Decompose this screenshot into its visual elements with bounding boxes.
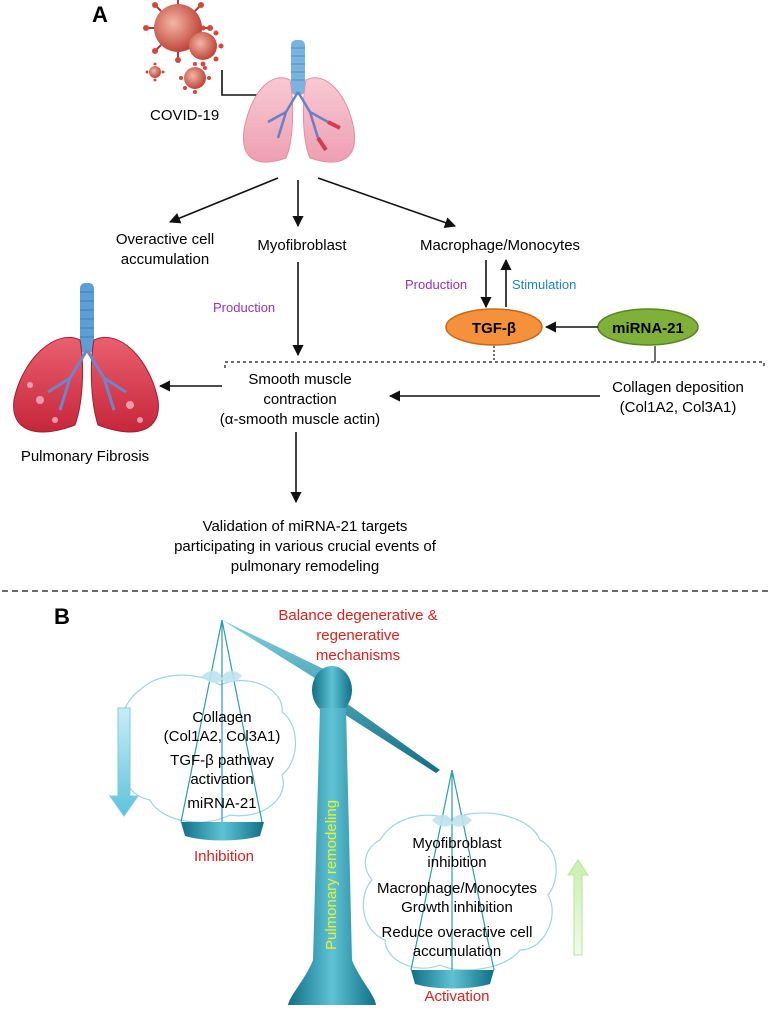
right-pan-base <box>411 970 494 989</box>
right-pan-ornament <box>432 814 472 827</box>
arrow-to-overactive <box>168 177 279 224</box>
myofibroblast-label: Myofibroblast <box>257 237 347 254</box>
collagen-line1: Collagen deposition <box>612 379 744 396</box>
macrophage-label: Macrophage/Monocytes <box>420 237 580 254</box>
mirna-21-label: miRNA-21 <box>612 320 684 337</box>
healthy-lung-icon <box>242 40 356 163</box>
activation-label: Activation <box>424 988 489 1005</box>
smooth-line2: contraction <box>263 391 336 408</box>
collagen-line2: (Col1A2, Col3A1) <box>620 399 737 416</box>
balance-pillar <box>288 708 376 1005</box>
right-pan-line6: accumulation <box>413 943 501 960</box>
smooth-line3: (α-smooth muscle actin) <box>220 411 380 428</box>
arrow-to-macrophage <box>317 177 457 228</box>
panel-b-label: B <box>54 604 70 629</box>
validation-line1: Validation of miRNA-21 targets <box>203 518 408 535</box>
dashed-bracket <box>224 361 765 368</box>
stimulation-label: Stimulation <box>512 277 576 292</box>
covid-label: COVID-19 <box>150 107 219 124</box>
left-pan-line5: miRNA-21 <box>187 795 256 812</box>
left-pan-base <box>181 822 264 841</box>
virus-icon <box>143 0 224 94</box>
right-pan-line5: Reduce overactive cell <box>382 924 533 941</box>
right-pan-strings <box>410 769 495 971</box>
overactive-line1: Overactive cell <box>116 231 214 248</box>
pillar-label: Pulmonary remodeling <box>323 800 340 950</box>
left-pan-line1: Collagen <box>192 709 251 726</box>
balance-pivot <box>312 666 352 714</box>
balance-line2: regenerative <box>316 627 399 644</box>
validation-line3: pulmonary remodeling <box>231 558 379 575</box>
left-pan-line4: activation <box>190 771 253 788</box>
inhibition-label: Inhibition <box>194 848 254 865</box>
panel-a-label: A <box>92 2 108 27</box>
tgf-beta-label: TGF-β <box>472 320 516 337</box>
right-pan-cloud <box>362 812 557 971</box>
fibrotic-lung-icon <box>13 283 159 433</box>
overactive-line2: accumulation <box>121 251 209 268</box>
pulmonary-fibrosis-label: Pulmonary Fibrosis <box>21 448 149 465</box>
left-pan-line3: TGF-β pathway <box>170 752 274 769</box>
increase-arrow-icon <box>567 859 589 956</box>
right-pan-line2: inhibition <box>427 854 486 871</box>
left-pan-ornament <box>202 670 242 683</box>
balance-line3: mechanisms <box>316 647 400 664</box>
balance-line1: Balance degenerative & <box>278 607 437 624</box>
left-pan-line2: (Col1A2, Col3A1) <box>164 728 281 745</box>
smooth-line1: Smooth muscle <box>248 371 351 388</box>
left-pan-strings <box>180 619 263 823</box>
right-pan-line1: Myofibroblast <box>412 835 502 852</box>
validation-line2: participating in various crucial events … <box>174 538 437 555</box>
production-left-label: Production <box>213 300 275 315</box>
right-pan-line3: Macrophage/Monocytes <box>377 880 537 897</box>
tgf-beta-node <box>445 308 543 346</box>
right-pan-line4: Growth inhibition <box>401 899 513 916</box>
production-right-label: Production <box>405 277 467 292</box>
decrease-arrow-icon <box>109 707 139 817</box>
